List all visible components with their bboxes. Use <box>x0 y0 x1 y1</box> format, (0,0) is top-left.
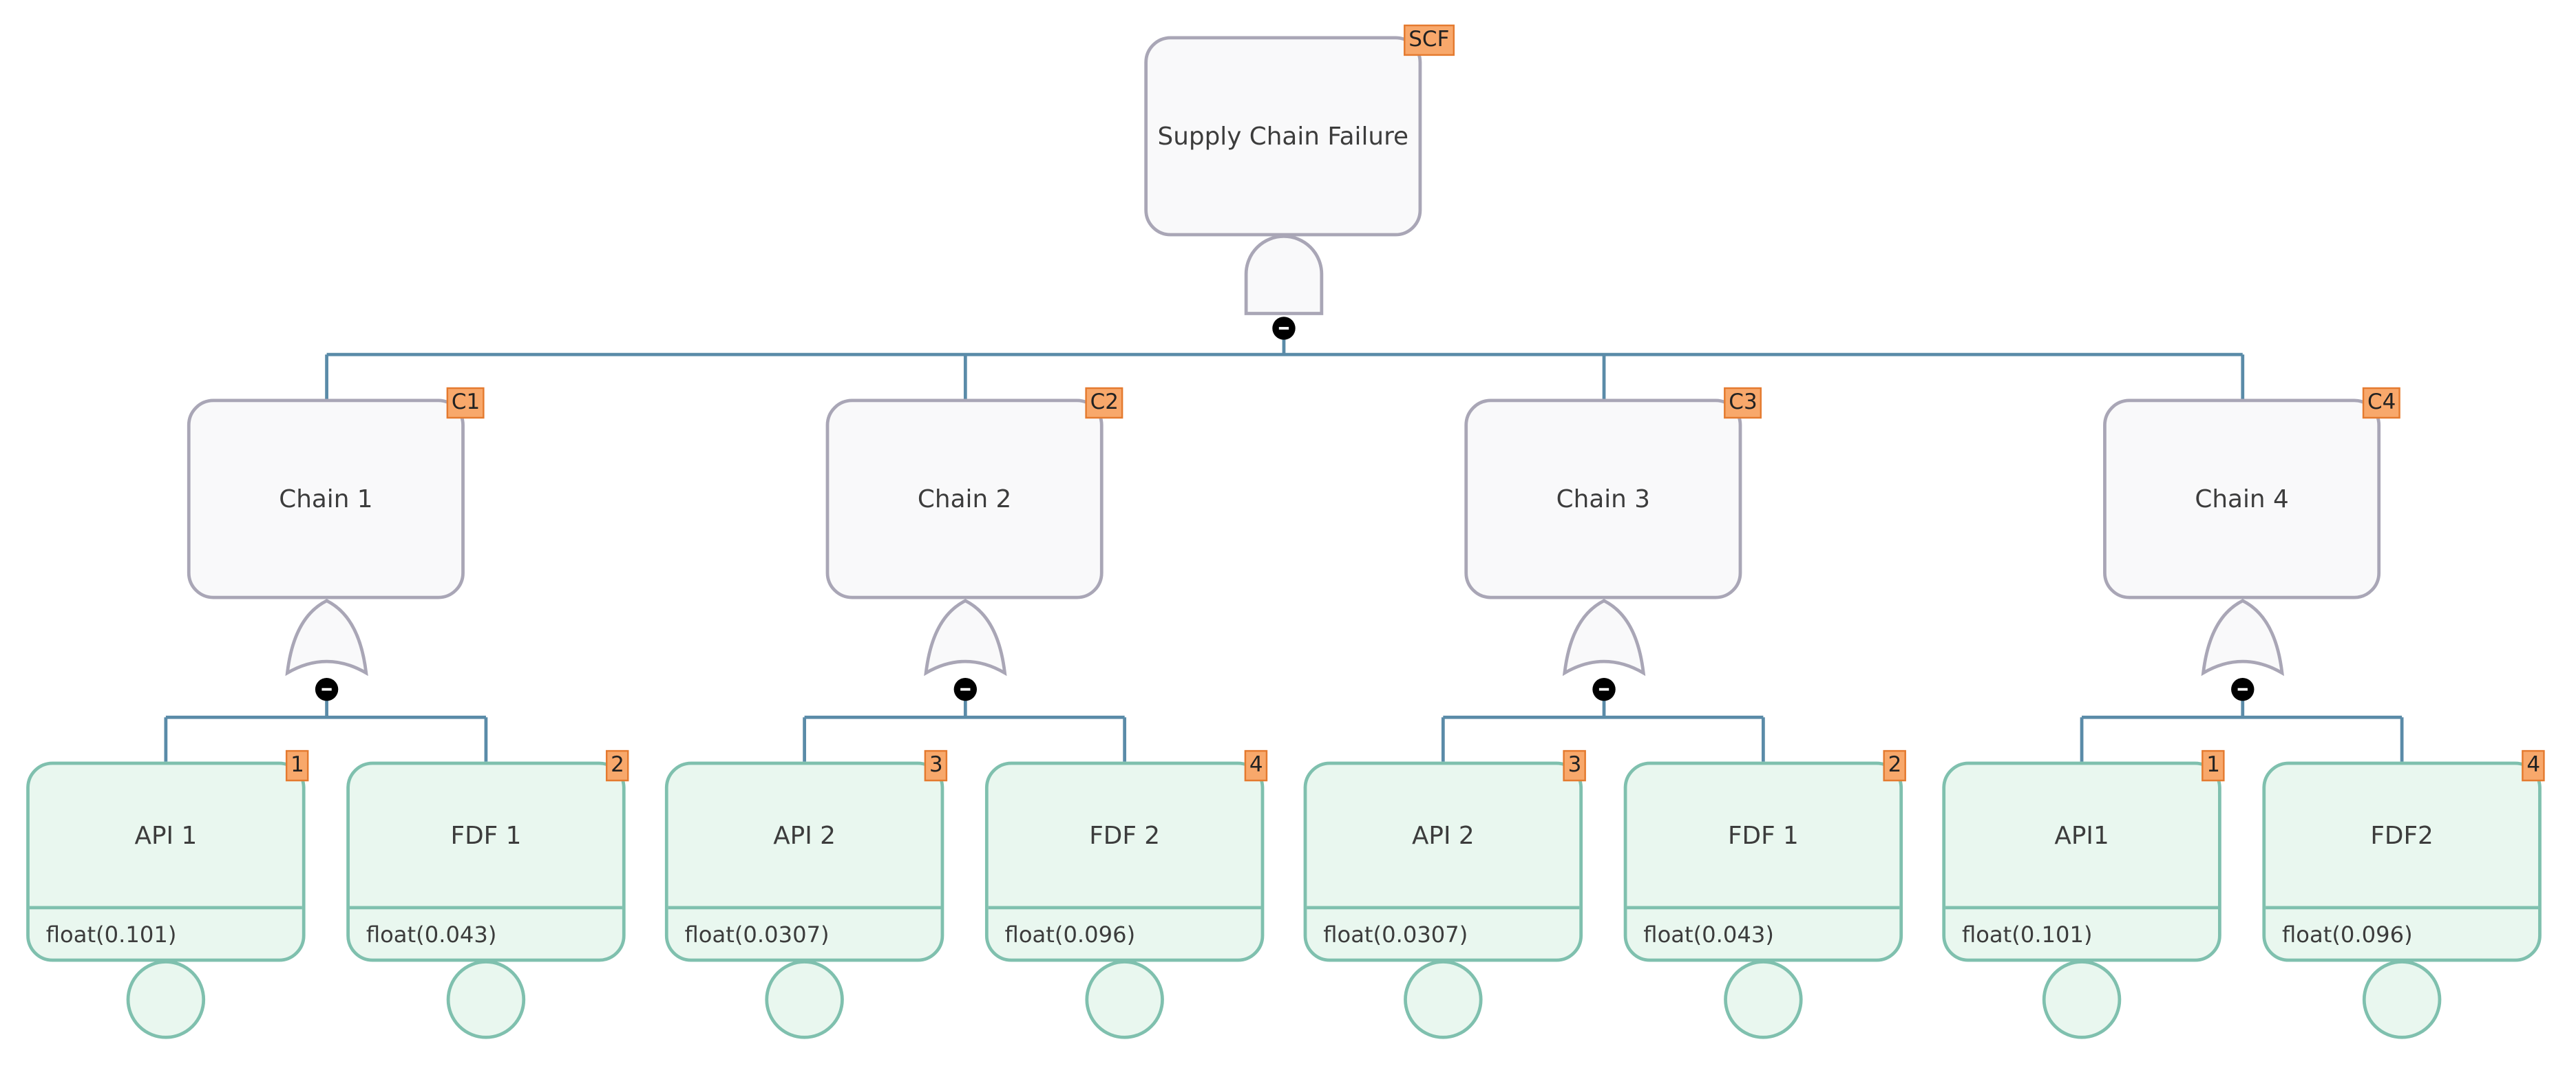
event-divider <box>1627 906 1900 910</box>
chain-node-1[interactable]: Chain 1 <box>187 398 465 599</box>
event-label: API 1 <box>134 820 198 851</box>
basic-event-circle-icon <box>446 960 526 1039</box>
top-event-node[interactable]: Supply Chain Failure <box>1144 36 1422 237</box>
basic-event-node[interactable]: API 2 float(0.0307) <box>664 761 944 962</box>
event-divider <box>668 906 941 910</box>
event-tag: 3 <box>924 749 948 782</box>
chain-tag: C4 <box>2362 387 2401 419</box>
basic-event-node[interactable]: FDF 2 float(0.096) <box>984 761 1265 962</box>
basic-event-circle-icon <box>1085 960 1164 1039</box>
event-probability: float(0.096) <box>1004 922 1136 949</box>
or-gate-icon <box>924 599 1007 677</box>
chain-node-2[interactable]: Chain 2 <box>825 398 1104 599</box>
event-label: FDF 1 <box>1727 820 1799 851</box>
event-divider <box>988 906 1261 910</box>
chain-label: Chain 1 <box>279 484 373 514</box>
event-label: FDF 2 <box>1089 820 1161 851</box>
basic-event-circle-icon <box>1724 960 1803 1039</box>
chain-tag: C3 <box>1724 387 1762 419</box>
event-probability: float(0.0307) <box>684 922 830 949</box>
event-label: API 2 <box>1411 820 1475 851</box>
event-label: FDF 1 <box>450 820 522 851</box>
event-probability: float(0.0307) <box>1323 922 1468 949</box>
event-tag: 1 <box>2202 749 2226 782</box>
or-gate-icon <box>285 599 368 677</box>
basic-event-node[interactable]: FDF2 float(0.096) <box>2262 761 2542 962</box>
event-tag: 1 <box>285 749 310 782</box>
event-tag: 4 <box>1244 749 1268 782</box>
event-label: API 2 <box>773 820 836 851</box>
basic-event-node[interactable]: FDF 1 float(0.043) <box>346 761 626 962</box>
event-divider <box>29 906 302 910</box>
event-label: API1 <box>2054 820 2109 851</box>
event-tag: 2 <box>1883 749 1907 782</box>
basic-event-circle-icon <box>2362 960 2442 1039</box>
chain-label: Chain 4 <box>2195 484 2289 514</box>
basic-event-node[interactable]: FDF 1 float(0.043) <box>1623 761 1903 962</box>
basic-event-circle-icon <box>1404 960 1483 1039</box>
chain-tag: C2 <box>1085 387 1124 419</box>
event-tag: 2 <box>606 749 630 782</box>
event-divider <box>1945 906 2218 910</box>
event-divider <box>1307 906 1580 910</box>
basic-event-circle-icon <box>126 960 206 1039</box>
or-gate-icon <box>1562 599 1646 677</box>
top-event-label: Supply Chain Failure <box>1157 121 1409 151</box>
basic-event-circle-icon <box>2042 960 2122 1039</box>
event-label: FDF2 <box>2370 820 2434 851</box>
event-divider <box>2266 906 2539 910</box>
event-probability: float(0.096) <box>2282 922 2413 949</box>
basic-event-node[interactable]: API1 float(0.101) <box>1942 761 2221 962</box>
event-probability: float(0.101) <box>1961 922 2093 949</box>
event-probability: float(0.043) <box>1643 922 1774 949</box>
chain-label: Chain 2 <box>917 484 1012 514</box>
top-event-tag: SCF <box>1404 24 1455 56</box>
chain-tag: C1 <box>446 387 485 419</box>
basic-event-circle-icon <box>765 960 844 1039</box>
chain-node-3[interactable]: Chain 3 <box>1464 398 1742 599</box>
event-probability: float(0.043) <box>366 922 497 949</box>
event-divider <box>349 906 622 910</box>
chain-label: Chain 3 <box>1556 484 1651 514</box>
event-tag: 3 <box>1563 749 1587 782</box>
event-tag: 4 <box>2522 749 2546 782</box>
basic-event-node[interactable]: API 2 float(0.0307) <box>1303 761 1583 962</box>
event-probability: float(0.101) <box>45 922 177 949</box>
or-gate-icon <box>2201 599 2284 677</box>
basic-event-node[interactable]: API 1 float(0.101) <box>26 761 306 962</box>
chain-node-4[interactable]: Chain 4 <box>2103 398 2381 599</box>
and-gate-icon <box>1244 235 1324 315</box>
